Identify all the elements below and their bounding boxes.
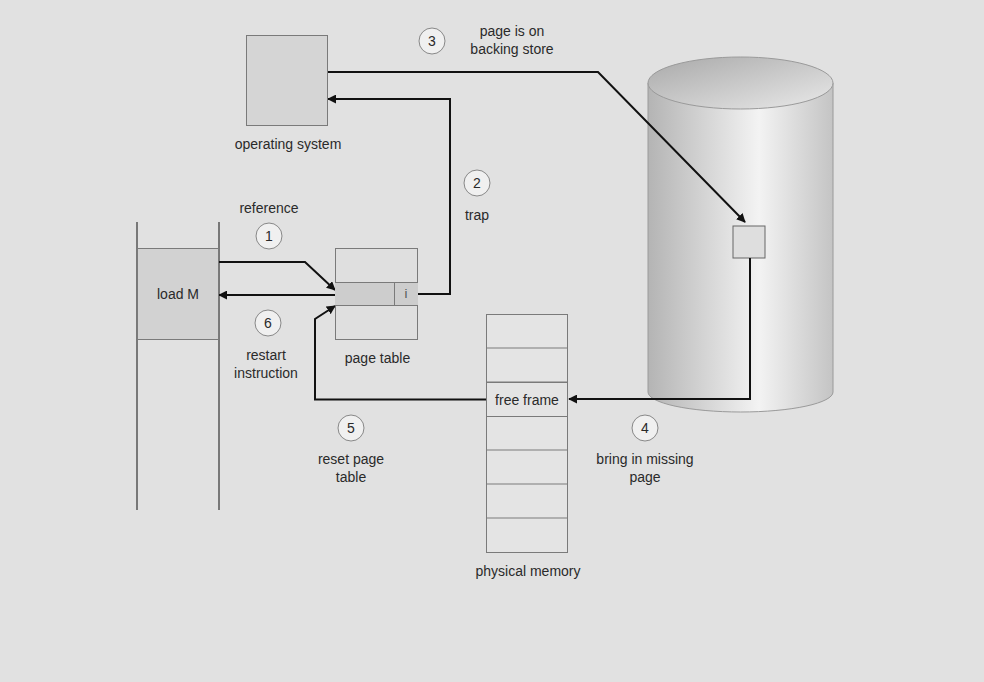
physical-memory: physical memoryfree frame	[486, 314, 568, 553]
memory-fill	[486, 314, 568, 553]
page-table-entry: i	[335, 282, 418, 306]
arrow-to-frame	[569, 258, 750, 399]
memory-rows	[486, 348, 568, 518]
callout-number: 2	[464, 174, 490, 192]
edge-label: restart instruction	[224, 346, 308, 382]
instruction-box: load M	[137, 248, 219, 340]
callout-number: 4	[632, 419, 658, 437]
callout-number: 1	[256, 227, 282, 245]
page-table: page tablei	[335, 248, 418, 340]
disk-top	[648, 57, 833, 109]
connector-arrow	[219, 262, 335, 290]
node-text: i	[395, 286, 417, 303]
edge-label: reference	[224, 199, 314, 217]
connector-arrow	[219, 294, 335, 296]
disk-cylinder	[648, 83, 833, 412]
os-box: operating system	[246, 35, 328, 126]
step-label: page is on backing store	[457, 22, 567, 58]
edge-label: trap	[452, 206, 502, 224]
entry-divider	[394, 283, 395, 305]
free-frame: free frame	[486, 382, 568, 417]
edge-label: reset page table	[306, 450, 396, 486]
node-text: physical memory	[473, 562, 583, 580]
callout-number: 3	[419, 32, 445, 50]
arrow-to-disk	[328, 72, 745, 222]
page-on-disk	[733, 226, 765, 258]
step-label: bring in missing page	[595, 450, 695, 486]
node-text: operating system	[233, 135, 343, 153]
node-text: load M	[138, 285, 218, 303]
callout-number: 5	[338, 419, 364, 437]
node-text: page table	[323, 349, 433, 367]
node-text: free frame	[487, 390, 567, 408]
callout-number: 6	[255, 314, 281, 332]
